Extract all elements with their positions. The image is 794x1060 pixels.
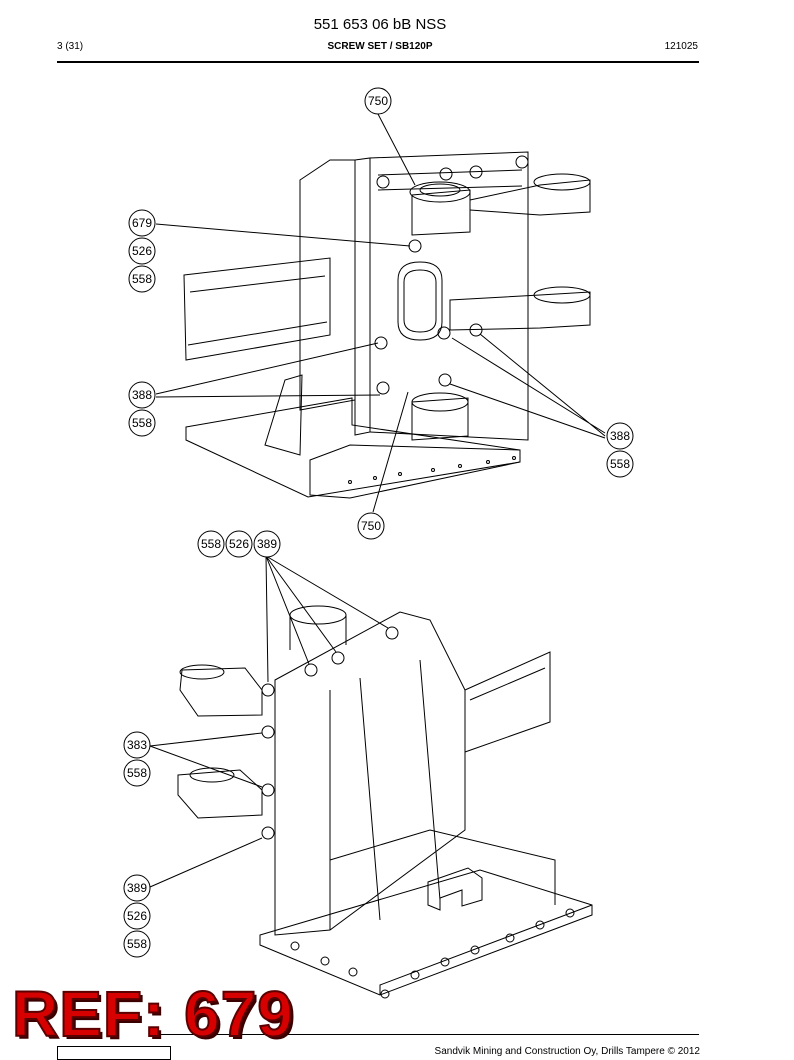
- footer-copyright: Sandvik Mining and Construction Oy, Dril…: [434, 1046, 700, 1057]
- callout-label: 750: [361, 519, 381, 533]
- callout-526-bot: [225, 530, 253, 558]
- top-assembly-drawing: [155, 113, 606, 513]
- callout-526-low: [123, 902, 151, 930]
- callout-558-right: [606, 450, 634, 478]
- reference-stamp: REF: 679: [11, 978, 294, 1050]
- callout-750-bottom: [357, 512, 385, 540]
- document-date: 121025: [664, 41, 698, 52]
- document-title: SCREW SET / SB120P: [327, 41, 433, 52]
- bottom-assembly-drawing: [149, 555, 593, 999]
- callout-389-low: [123, 874, 151, 902]
- callout-label: 526: [132, 244, 152, 258]
- callout-label: 389: [257, 537, 277, 551]
- footer-rule: [160, 1034, 699, 1035]
- callout-label: 558: [127, 766, 147, 780]
- callout-558-bot: [197, 530, 225, 558]
- callout-label: 679: [132, 216, 152, 230]
- callout-label: 526: [127, 909, 147, 923]
- header-rule: [57, 61, 699, 63]
- document-number: 551 653 06 bB NSS: [313, 16, 447, 33]
- callout-388-right: [606, 422, 634, 450]
- callout-label: 388: [610, 429, 630, 443]
- callout-383: [123, 731, 151, 759]
- callout-label: 558: [201, 537, 221, 551]
- callout-526-top: [128, 237, 156, 265]
- callout-label: 558: [127, 937, 147, 951]
- callout-558-mid: [123, 759, 151, 787]
- callout-389-bot: [253, 530, 281, 558]
- callout-750-top: [364, 87, 392, 115]
- callout-388-left: [128, 381, 156, 409]
- callout-558-low: [123, 930, 151, 958]
- callout-label: 558: [132, 272, 152, 286]
- callout-label: 388: [132, 388, 152, 402]
- callout-label: 558: [610, 457, 630, 471]
- callout-558-left: [128, 409, 156, 437]
- callout-label: 383: [127, 738, 147, 752]
- callout-label: 389: [127, 881, 147, 895]
- page-number: 3 (31): [57, 41, 84, 52]
- callout-679: [128, 209, 156, 237]
- callout-label: 526: [229, 537, 249, 551]
- callout-label: 750: [368, 94, 388, 108]
- callout-558-top-a: [128, 265, 156, 293]
- callout-label: 558: [132, 416, 152, 430]
